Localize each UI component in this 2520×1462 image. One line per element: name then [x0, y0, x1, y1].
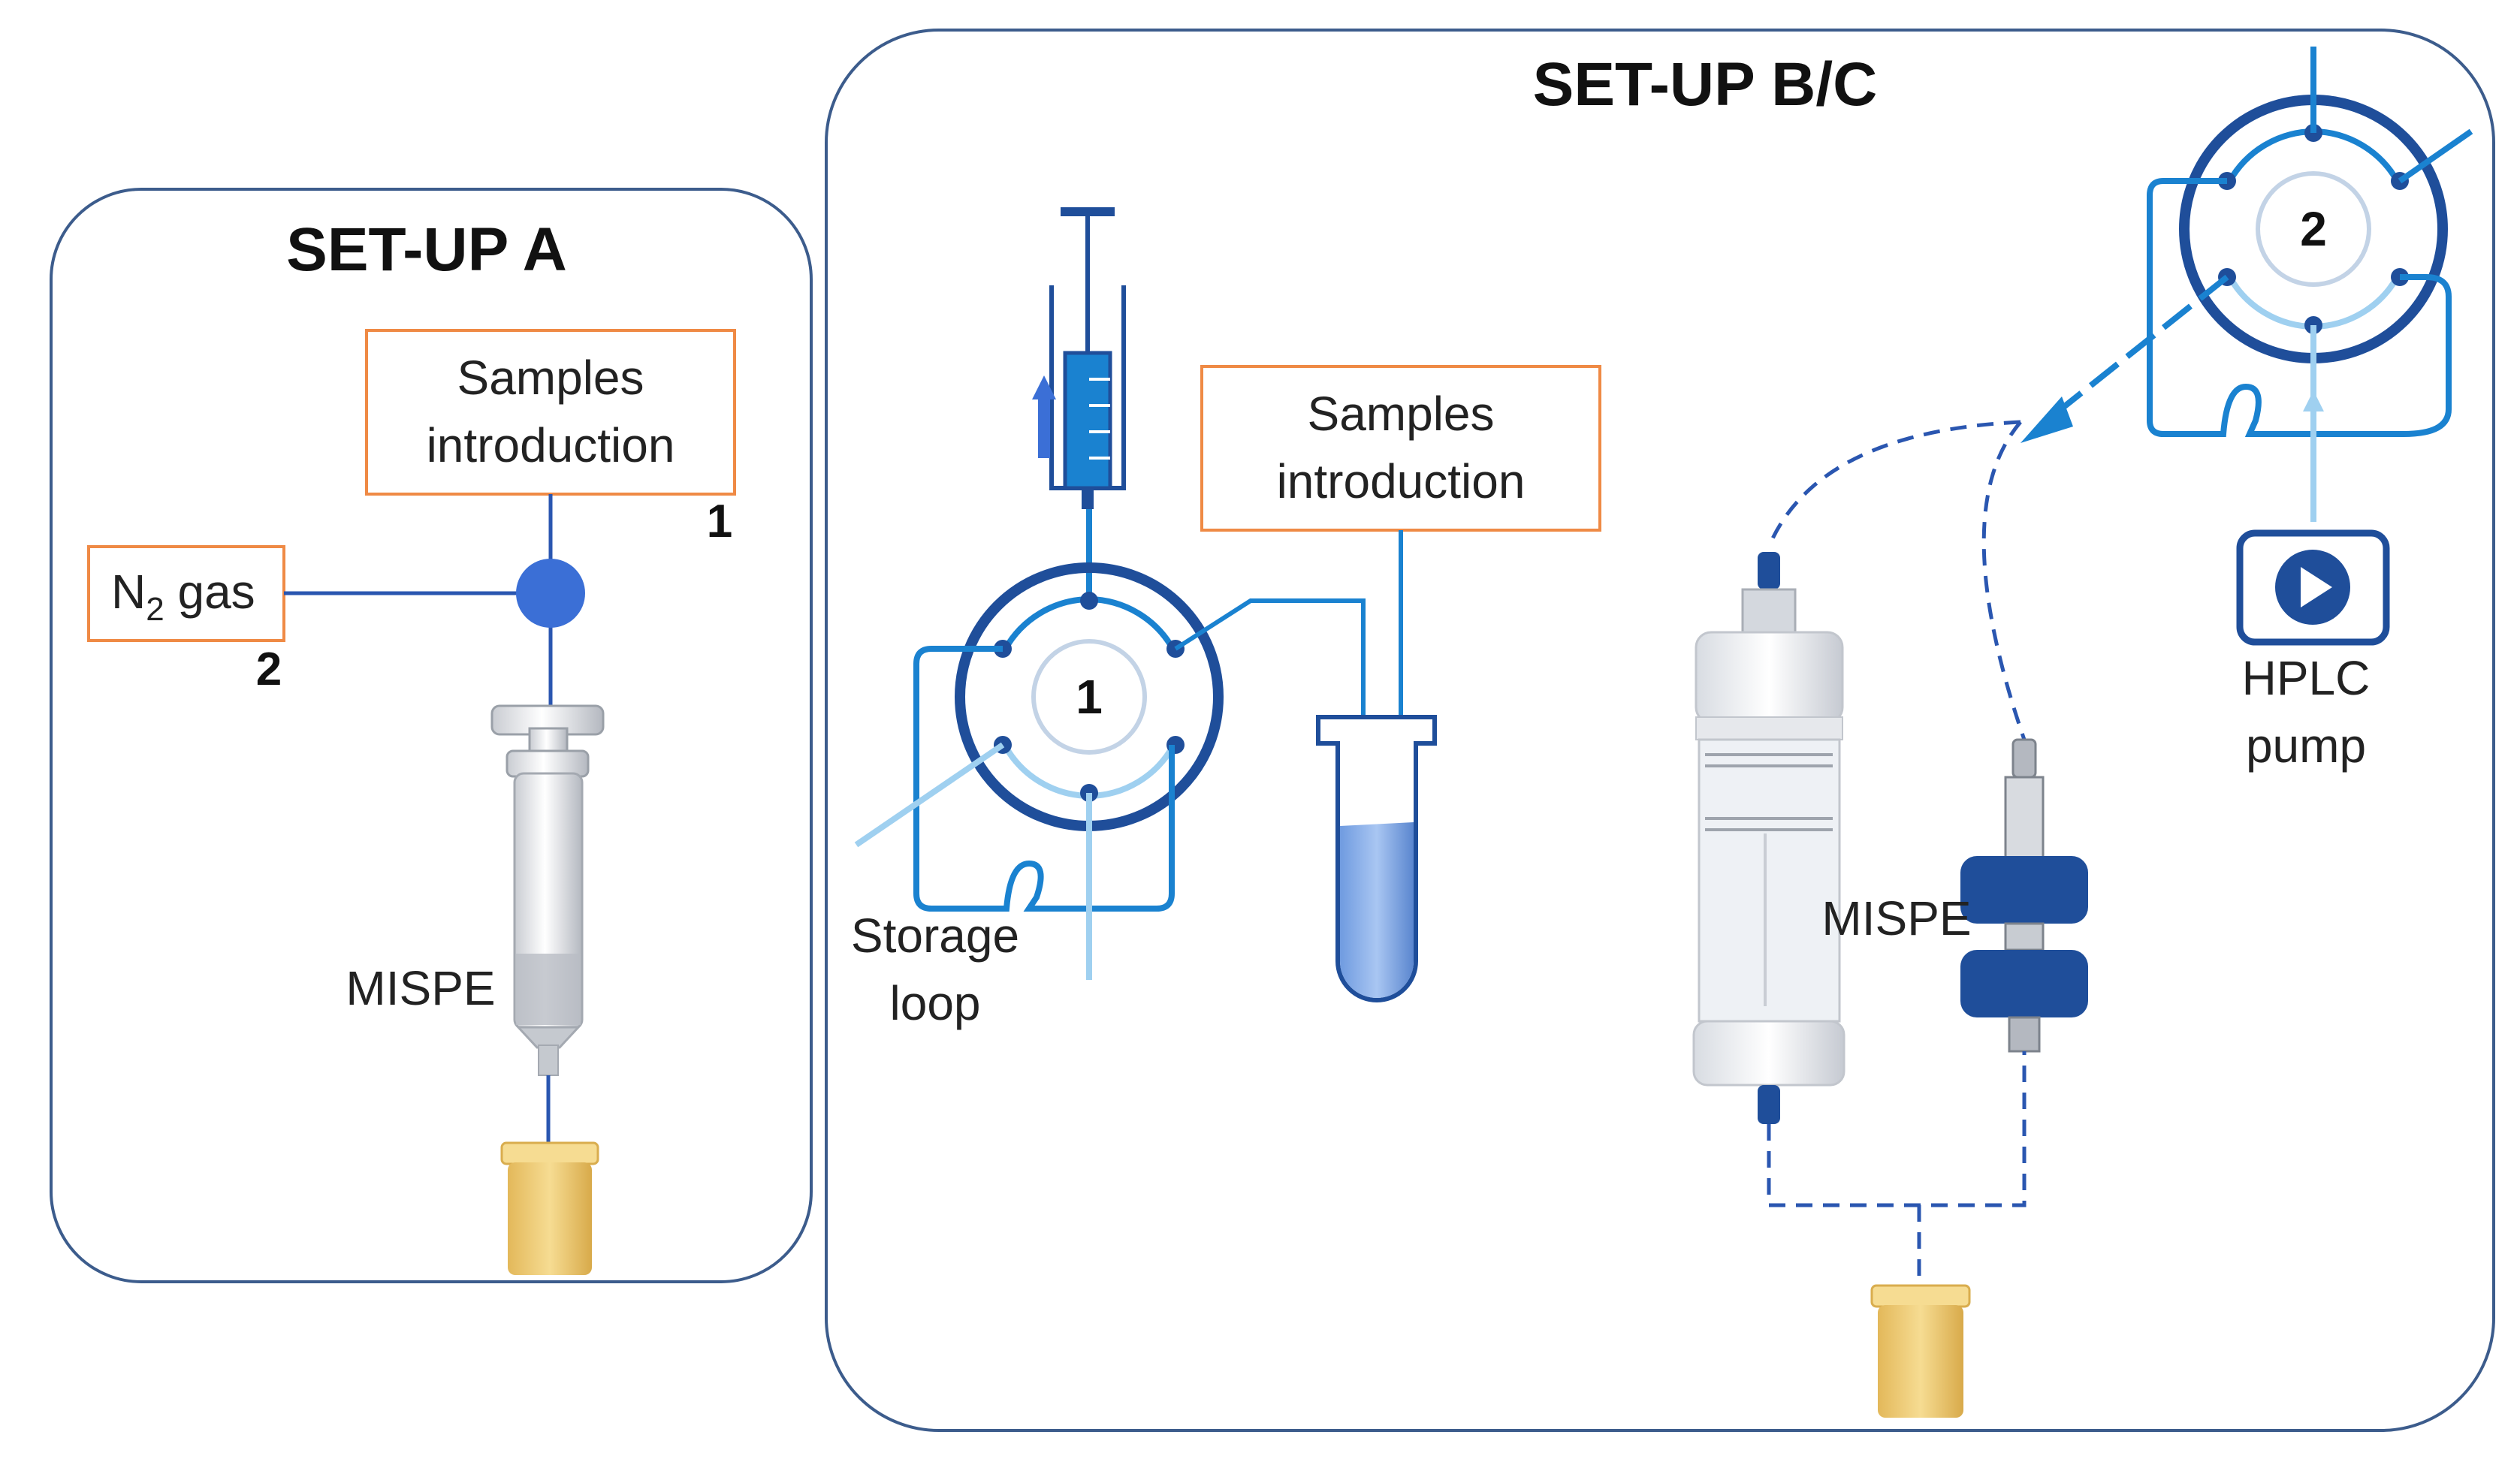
samples-box-line1: Samples [457, 351, 644, 405]
panel-setup-a: SET-UP A Samples introduction 1 N2 gas 2… [50, 188, 813, 1283]
mispe-cartridge-a [490, 704, 605, 1076]
valve2-to-column-dashed-line [2056, 274, 2229, 414]
junction-node [516, 559, 585, 628]
storage-loop-tubing [913, 646, 1175, 912]
dashed-to-collection-vial [1767, 1051, 2027, 1280]
storage-loop-line2: loop [890, 976, 981, 1030]
collection-vial-a [500, 1141, 599, 1275]
valve2-number: 2 [2300, 202, 2327, 256]
n2-gas-box [87, 545, 285, 642]
panel-bc-title: SET-UP B/C [1533, 50, 1878, 119]
storage-loop-line1: Storage [851, 909, 1019, 963]
n2-gas-number: 2 [256, 644, 282, 695]
hplc-pump-line2: pump [2246, 719, 2366, 773]
sample-tube [1316, 715, 1437, 1002]
valve1-to-sample-tube-line [1174, 598, 1366, 782]
hplc-pump [2236, 529, 2390, 646]
panel-bc-frame [825, 29, 2495, 1432]
valve2-right-line [2398, 128, 2473, 184]
hplc-pump-line1: HPLC [2242, 651, 2371, 705]
mispe-label-a: MISPE [346, 961, 495, 1015]
flow-direction-arrow-icon [2021, 396, 2073, 443]
collection-vial-bc [1870, 1284, 1971, 1418]
valve2-loop-tubing [2147, 178, 2452, 437]
samples-box-line2: introduction [427, 418, 675, 472]
samples-box-number: 1 [707, 496, 732, 547]
pump-flow-arrow-icon [2303, 390, 2324, 411]
dashed-to-small-cartridge [1981, 421, 2027, 740]
valve1-waste-line [854, 742, 1005, 848]
panel-a-title: SET-UP A [286, 216, 567, 284]
samples-box-bc-line2: introduction [1277, 454, 1526, 508]
mispe-label-bc: MISPE [1821, 891, 1971, 945]
dashed-to-large-cartridge [1767, 420, 2021, 547]
mispe-cartridge-small [1960, 738, 2088, 1053]
samples-box-bc-line1: Samples [1308, 387, 1495, 441]
n2-gas-label: N2 gas [111, 565, 255, 628]
plunger-up-arrow-icon [1038, 398, 1050, 458]
panel-a-frame [50, 188, 813, 1283]
valve1-number: 1 [1076, 670, 1103, 724]
samples-introduction-box-bc [1200, 365, 1601, 532]
panel-setup-bc: SET-UP B/C [825, 29, 2495, 1432]
syringe [1032, 207, 1126, 509]
mispe-cartridge-large [1692, 552, 1845, 1124]
